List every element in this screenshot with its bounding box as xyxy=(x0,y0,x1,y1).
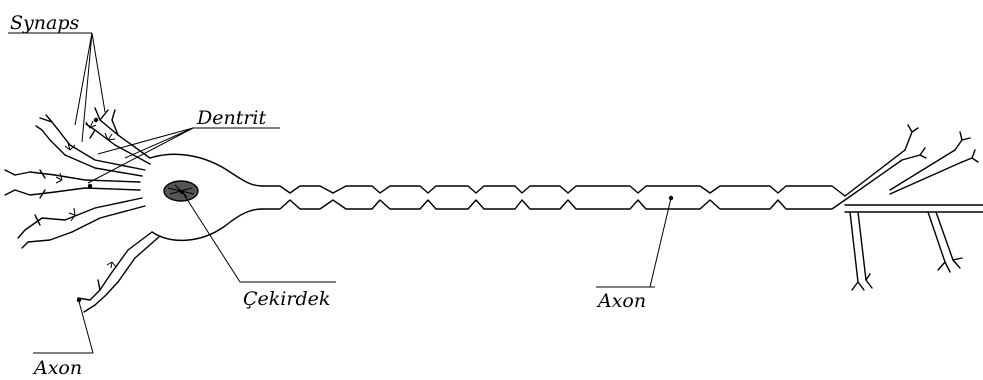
label-axon-left: Axon xyxy=(32,357,82,379)
label-axon-main: Axon xyxy=(596,290,646,312)
synapse-tufts xyxy=(55,120,117,269)
axon-terminals xyxy=(844,124,983,291)
axon-myelin xyxy=(261,185,846,210)
label-cekirdek: Çekirdek xyxy=(243,288,330,310)
pointer-dots xyxy=(76,117,674,303)
label-synaps: Synaps xyxy=(10,12,79,34)
label-dentrit: Dentrit xyxy=(196,107,267,129)
soma-outline xyxy=(149,153,263,241)
dendrites xyxy=(4,107,161,313)
leader-lines xyxy=(8,32,672,354)
